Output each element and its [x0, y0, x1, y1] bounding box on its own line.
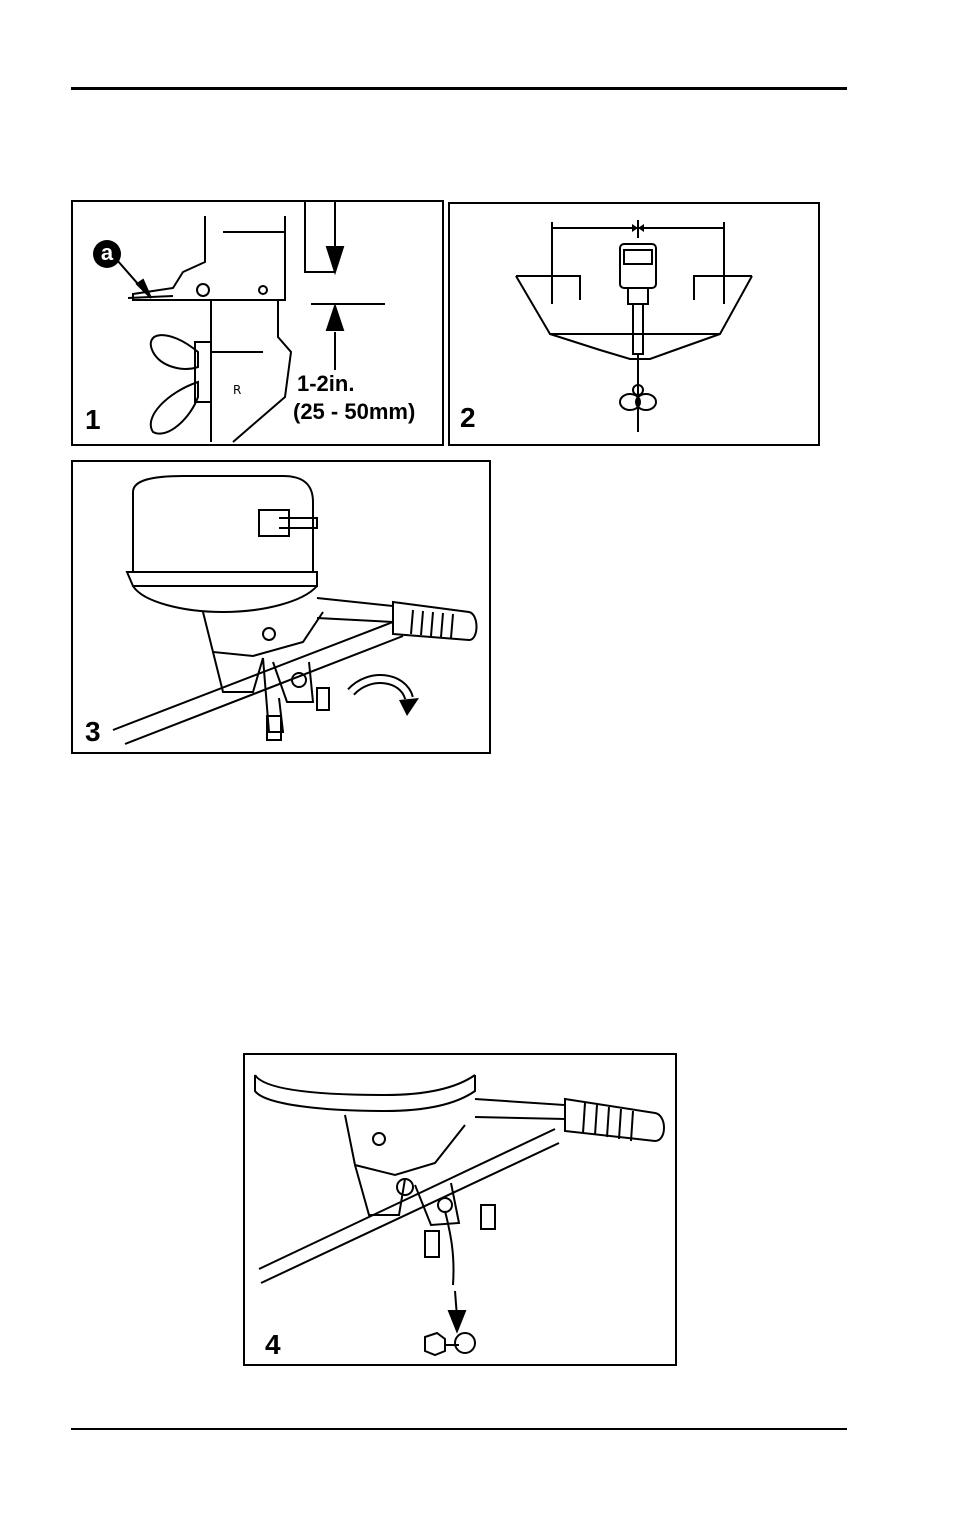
figure-4-number: 4	[265, 1331, 281, 1359]
figure-2-drawing	[450, 204, 820, 446]
header-rule	[71, 87, 847, 90]
figure-3-number: 3	[85, 718, 101, 746]
figure-1-number: 1	[85, 406, 101, 434]
callout-a: a	[93, 240, 121, 268]
svg-text:R: R	[233, 383, 241, 397]
figure-2-centered-on-transom: 2	[448, 202, 820, 446]
figure-4-safety-chain: 4	[243, 1053, 677, 1366]
measurement-line1: 1-2in.	[297, 372, 354, 396]
figure-3-drawing	[73, 462, 491, 754]
figure-1-antiventilation-plate-depth: R a 1-2in. (25 - 50mm) 1	[71, 200, 444, 446]
figure-4-drawing	[245, 1055, 677, 1366]
footer-rule	[71, 1428, 847, 1430]
measurement-line2: (25 - 50mm)	[293, 400, 415, 424]
figure-3-tighten-clamp-screws: 3	[71, 460, 491, 754]
figure-2-number: 2	[460, 404, 476, 432]
